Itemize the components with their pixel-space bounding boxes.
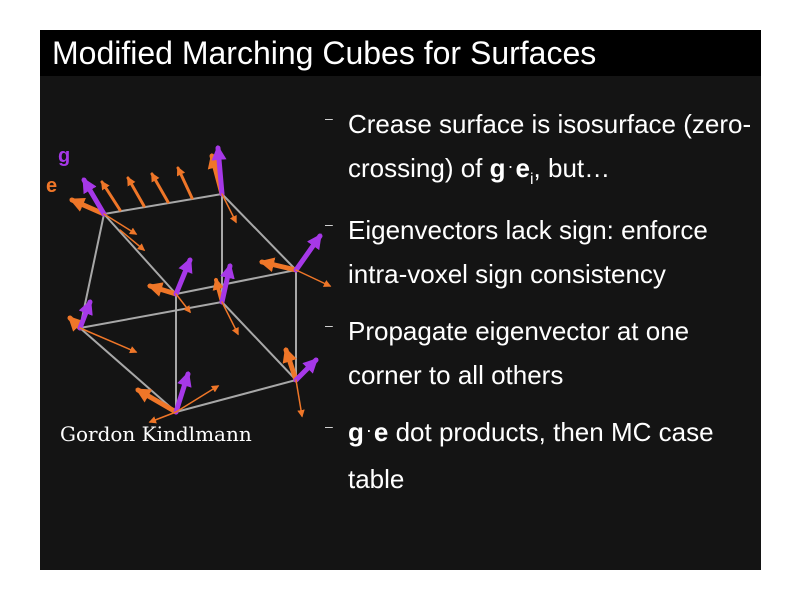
e-arrow-small [175,293,191,314]
bullet-item: – Propagate eigenvector at one corner to… [325,309,755,397]
e-arrow [100,180,122,212]
cube-edge [79,213,105,329]
bullet-dash: – [325,110,333,126]
bullet-text: dot products, then MC case table [348,417,714,494]
author-credit: Gordon Kindlmann [60,422,252,446]
e-arrow [147,282,179,297]
e-arrow [69,197,107,217]
cube-edge [103,193,223,215]
e-arrow-small [295,379,305,418]
bullet-item: – Crease surface is isosurface (zero-cro… [325,102,755,195]
g-arrow [219,263,235,305]
e-arrow-small [221,301,239,336]
e-arrow-small [119,229,146,251]
eigenvector-arrows [67,145,332,424]
e-label: e [46,175,57,197]
bullet-item: – Eigenvectors lack sign: enforce intra-… [325,208,755,296]
cube-edges [79,193,297,413]
math-g: g [489,153,506,183]
e-arrow [150,172,170,204]
cube-edge [221,301,297,381]
g-arrow [211,145,227,197]
g-arrow [81,177,107,217]
bullet-text: Eigenvectors lack sign: enforce intra-vo… [348,215,708,289]
e-arrow [259,257,299,273]
cube-edge [79,327,177,413]
cube-edge [175,379,297,413]
cube-edge [175,269,297,295]
slide: Modified Marching Cubes for Surfaces [40,30,761,570]
math-e: e [373,417,389,447]
e-arrow-small [175,385,220,413]
e-arrow-small [148,411,177,424]
cube-edge [221,193,297,271]
g-arrow [173,257,193,297]
e-arrow-small [221,193,237,224]
slide-title: Modified Marching Cubes for Surfaces [52,35,597,71]
math-e: e [515,153,530,183]
bullet-text: , but… [533,153,611,183]
e-arrow [135,387,179,415]
math-g: g [348,417,364,447]
cube-edge [79,301,223,329]
e-arrow [282,347,299,383]
bullet-item: – g·e dot products, then MC case table [325,410,755,501]
bullet-dash: – [325,418,333,434]
g-arrow [77,299,93,331]
math-dot: · [365,420,372,440]
g-arrow [173,371,192,415]
bullet-list: – Crease surface is isosurface (zero-cro… [325,102,755,514]
title-bar: Modified Marching Cubes for Surfaces [40,30,761,76]
bullet-dash: – [325,317,333,333]
g-label: g [58,145,70,167]
bullet-dash: – [325,216,333,232]
g-arrow [293,357,319,383]
cube-eigenvector-figure: g e [46,145,332,424]
e-arrow [176,166,194,200]
bullet-text: Propagate eigenvector at one corner to a… [348,316,690,390]
math-dot: · [507,156,514,176]
e-arrow [126,176,146,208]
cube-edge [103,213,177,295]
g-arrow [293,233,323,273]
e-arrow-small [103,213,138,235]
e-arrow-small [79,327,138,354]
bullet-text: Crease surface is isosurface (zero-cross… [348,109,752,183]
math-subscript: i [529,171,534,188]
e-arrow-small [295,269,332,287]
